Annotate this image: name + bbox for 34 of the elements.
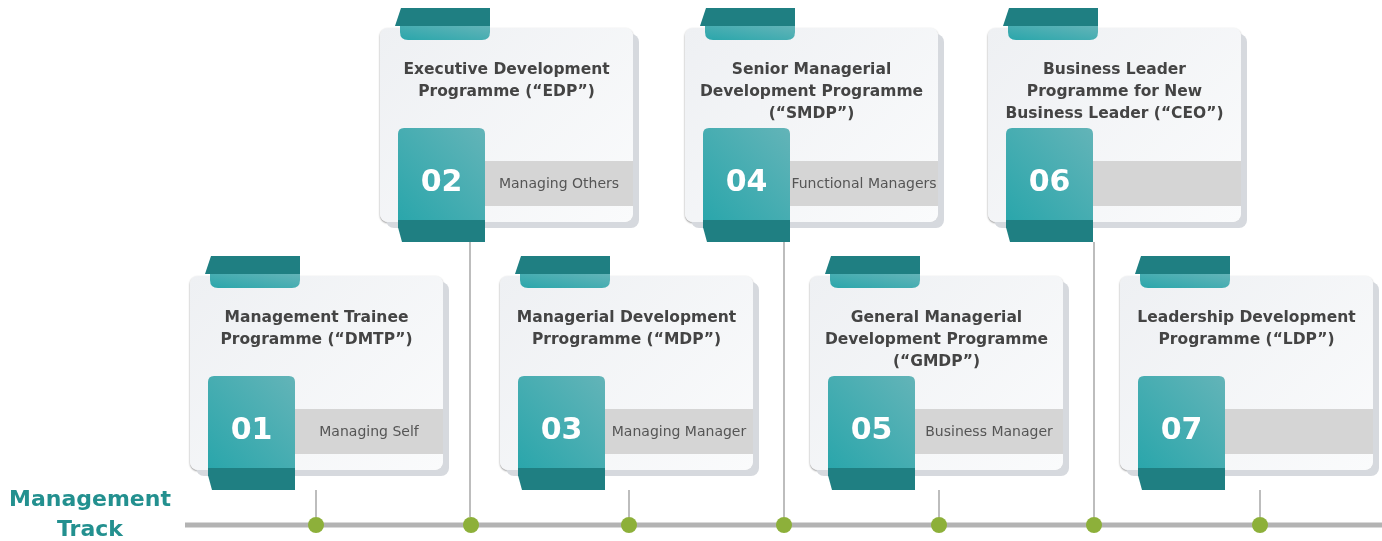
timeline-dot: [463, 517, 479, 533]
timeline-dot: [621, 517, 637, 533]
step-number: 02: [419, 162, 464, 200]
level-label: Managing Others: [498, 174, 620, 193]
programme-title: Leadership Development Programme (“LDP”): [1136, 307, 1357, 350]
timeline-dot: [931, 517, 947, 533]
step-number: 01: [229, 410, 274, 448]
level-label: Functional Managers: [791, 174, 937, 193]
programme-title: Senior Managerial Development Programme (“SMDP”): [698, 59, 925, 124]
connector-line: [783, 241, 785, 518]
programme-title: General Managerial Development Programme (“GMDP”): [823, 307, 1050, 372]
step-number: 05: [849, 410, 894, 448]
level-label: Business Manager: [925, 422, 1053, 441]
programme-title: Business Leader Programme for New Business Leader (“CEO”): [1004, 59, 1225, 124]
programme-title: Managerial Development Prrogramme (“MDP”): [515, 307, 738, 350]
programme-title: Executive Development Programme (“EDP”): [402, 59, 611, 102]
step-number: 04: [724, 162, 769, 200]
track-label: Management Track: [8, 485, 172, 541]
step-number: 07: [1159, 410, 1204, 448]
timeline-dot: [776, 517, 792, 533]
timeline-dot: [1086, 517, 1102, 533]
level-label: Managing Self: [319, 422, 419, 441]
connector-line: [628, 489, 630, 518]
connector-line: [315, 489, 317, 518]
timeline-dot: [308, 517, 324, 533]
programme-title: Management Trainee Programme (“DMTP”): [219, 307, 414, 350]
step-number: 03: [539, 410, 584, 448]
connector-line: [938, 489, 940, 518]
connector-line: [1093, 241, 1095, 518]
connector-line: [469, 241, 471, 518]
timeline-dot: [1252, 517, 1268, 533]
level-label: Managing Manager: [611, 422, 747, 441]
connector-line: [1259, 489, 1261, 518]
step-number: 06: [1027, 162, 1072, 200]
